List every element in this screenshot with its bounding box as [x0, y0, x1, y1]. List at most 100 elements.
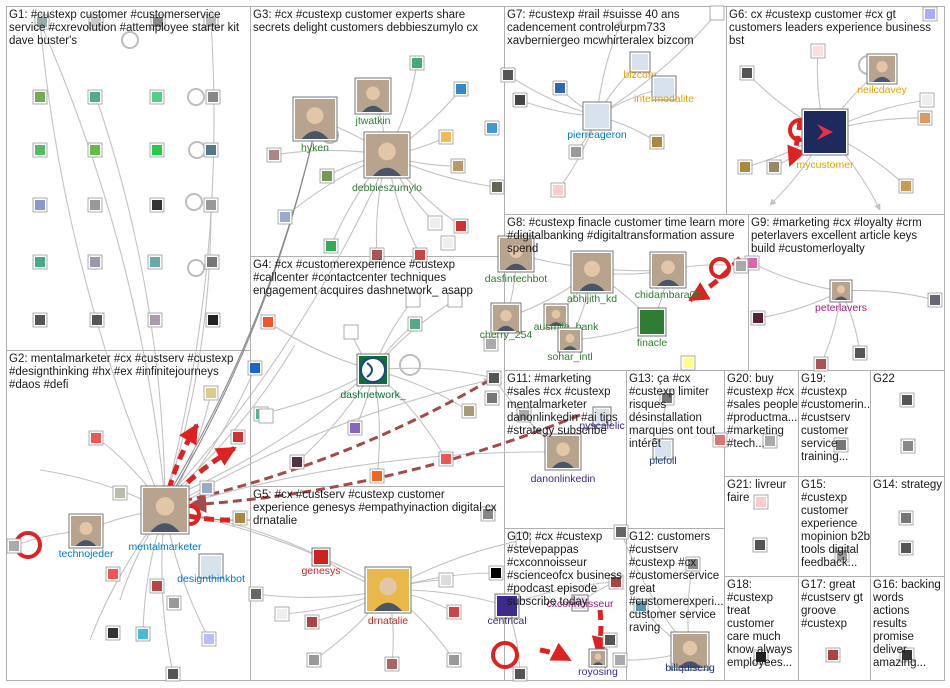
node-plefoll[interactable]: plefoll [649, 438, 677, 467]
node-thumbnail[interactable] [919, 92, 935, 108]
node-ausmile-bank[interactable]: ausmile_bank [534, 303, 600, 333]
node-thumbnail[interactable] [900, 438, 916, 454]
node-thumbnail[interactable] [512, 92, 528, 108]
node-thumbnail[interactable] [810, 43, 826, 59]
node-pyscalelic[interactable]: pyscalelic [579, 406, 625, 432]
node-thumbnail[interactable] [87, 197, 103, 213]
node-thumbnail[interactable] [461, 403, 477, 419]
node-thumbnail[interactable] [427, 215, 443, 231]
node-thumbnail[interactable] [440, 235, 456, 251]
node-mycustomer[interactable]: mycustomer [796, 108, 854, 171]
node-thumbnail[interactable] [409, 55, 425, 71]
node-thumbnail[interactable] [105, 566, 121, 582]
node-thumbnail[interactable] [515, 532, 531, 548]
node-thumbnail[interactable] [277, 209, 293, 225]
node-thumbnail[interactable] [927, 292, 943, 308]
node-dasfintechbot[interactable]: dasfintechbot [485, 235, 548, 285]
node-thumbnail[interactable] [453, 218, 469, 234]
node-thumbnail[interactable] [87, 89, 103, 105]
node-finacle[interactable]: finacle [637, 307, 668, 349]
node-thumbnail[interactable] [248, 586, 264, 602]
node-thumbnail[interactable] [488, 565, 504, 581]
node-thumbnail[interactable] [733, 258, 749, 274]
node-thumbnail[interactable] [32, 312, 48, 328]
node-bizcom[interactable]: bizcom [623, 51, 657, 81]
node-thumbnail[interactable] [737, 159, 753, 175]
node-thumbnail[interactable] [266, 147, 282, 163]
node-thumbnail[interactable] [230, 429, 246, 445]
node-thumbnail[interactable] [232, 510, 248, 526]
node-thumbnail[interactable] [87, 254, 103, 270]
node-thumbnail[interactable] [199, 480, 215, 496]
node-thumbnail[interactable] [274, 606, 290, 622]
node-thumbnail[interactable] [762, 433, 778, 449]
node-thumbnail[interactable] [612, 652, 628, 668]
node-technojeder[interactable]: technojeder [59, 513, 114, 560]
node-thumbnail[interactable] [205, 312, 221, 328]
node-thumbnail[interactable] [516, 407, 532, 423]
node-thumbnail[interactable] [447, 292, 463, 308]
node-thumbnail[interactable] [384, 656, 400, 672]
node-thumbnail[interactable] [165, 666, 181, 682]
node-thumbnail[interactable] [899, 647, 915, 663]
node-thumbnail[interactable] [833, 437, 849, 453]
node-thumbnail[interactable] [898, 510, 914, 526]
node-thumbnail[interactable] [347, 420, 363, 436]
node-thumbnail[interactable] [6, 538, 22, 554]
node-thumbnail[interactable] [753, 649, 769, 665]
node-thumbnail[interactable] [204, 254, 220, 270]
node-thumbnail[interactable] [602, 632, 618, 648]
node-chidambara09[interactable]: chidambara09 [635, 251, 702, 301]
node-thumbnail[interactable] [343, 324, 359, 340]
node-thumbnail[interactable] [825, 647, 841, 663]
node-thumbnail[interactable] [150, 14, 166, 30]
node-thumbnail[interactable] [201, 631, 217, 647]
node-thumbnail[interactable] [899, 392, 915, 408]
node-intermodalite[interactable]: intermodalite [634, 75, 694, 105]
node-thumbnail[interactable] [369, 468, 385, 484]
node-thumbnail[interactable] [289, 454, 305, 470]
node-thumbnail[interactable] [203, 197, 219, 213]
node-thumbnail[interactable] [166, 595, 182, 611]
node-neilcdavey[interactable]: neilcdavey [857, 53, 908, 96]
node-thumbnail[interactable] [112, 485, 128, 501]
node-thumbnail[interactable] [922, 6, 938, 22]
node-thumbnail[interactable] [550, 182, 566, 198]
node-thumbnail[interactable] [446, 652, 462, 668]
node-thumbnail[interactable] [306, 652, 322, 668]
node-debbieszumylo[interactable]: debbieszumylo [352, 131, 422, 194]
node-thumbnail[interactable] [483, 336, 499, 352]
node-thumbnail[interactable] [568, 144, 584, 160]
node-thumbnail[interactable] [613, 524, 629, 540]
node-genesys[interactable]: genesys [301, 547, 341, 577]
node-thumbnail[interactable] [712, 432, 728, 448]
node-thumbnail[interactable] [917, 110, 933, 126]
node-thumbnail[interactable] [438, 451, 454, 467]
node-thumbnail[interactable] [258, 408, 274, 424]
node-thumbnail[interactable] [752, 537, 768, 553]
node-sohar-intl[interactable]: sohar_intl [547, 327, 593, 363]
node-thumbnail[interactable] [149, 578, 165, 594]
node-thumbnail[interactable] [32, 254, 48, 270]
node-thumbnail[interactable] [680, 355, 696, 371]
node-mentalmarketer[interactable]: mentalmarketer [129, 485, 202, 553]
node-thumbnail[interactable] [484, 390, 500, 406]
node-thumbnail[interactable] [852, 345, 868, 361]
node-thumbnail[interactable] [552, 80, 568, 96]
node-thumbnail[interactable] [438, 572, 454, 588]
node-cherry-254[interactable]: cherry_254 [480, 302, 533, 341]
node-thumbnail[interactable] [438, 129, 454, 145]
node-thumbnail[interactable] [486, 370, 502, 386]
node-thumbnail[interactable] [608, 574, 624, 590]
node-royosing[interactable]: royosing [578, 648, 618, 678]
node-thumbnail[interactable] [898, 178, 914, 194]
node-thumbnail[interactable] [149, 197, 165, 213]
node-thumbnail[interactable] [453, 81, 469, 97]
node-thumbnail[interactable] [500, 67, 516, 83]
node-thumbnail[interactable] [203, 142, 219, 158]
node-thumbnail[interactable] [484, 120, 500, 136]
node-billquiseng[interactable]: billquiseng [665, 631, 715, 674]
node-thumbnail[interactable] [369, 247, 385, 263]
node-peterlavers[interactable]: peterlavers [815, 279, 867, 314]
node-thumbnail[interactable] [135, 626, 151, 642]
